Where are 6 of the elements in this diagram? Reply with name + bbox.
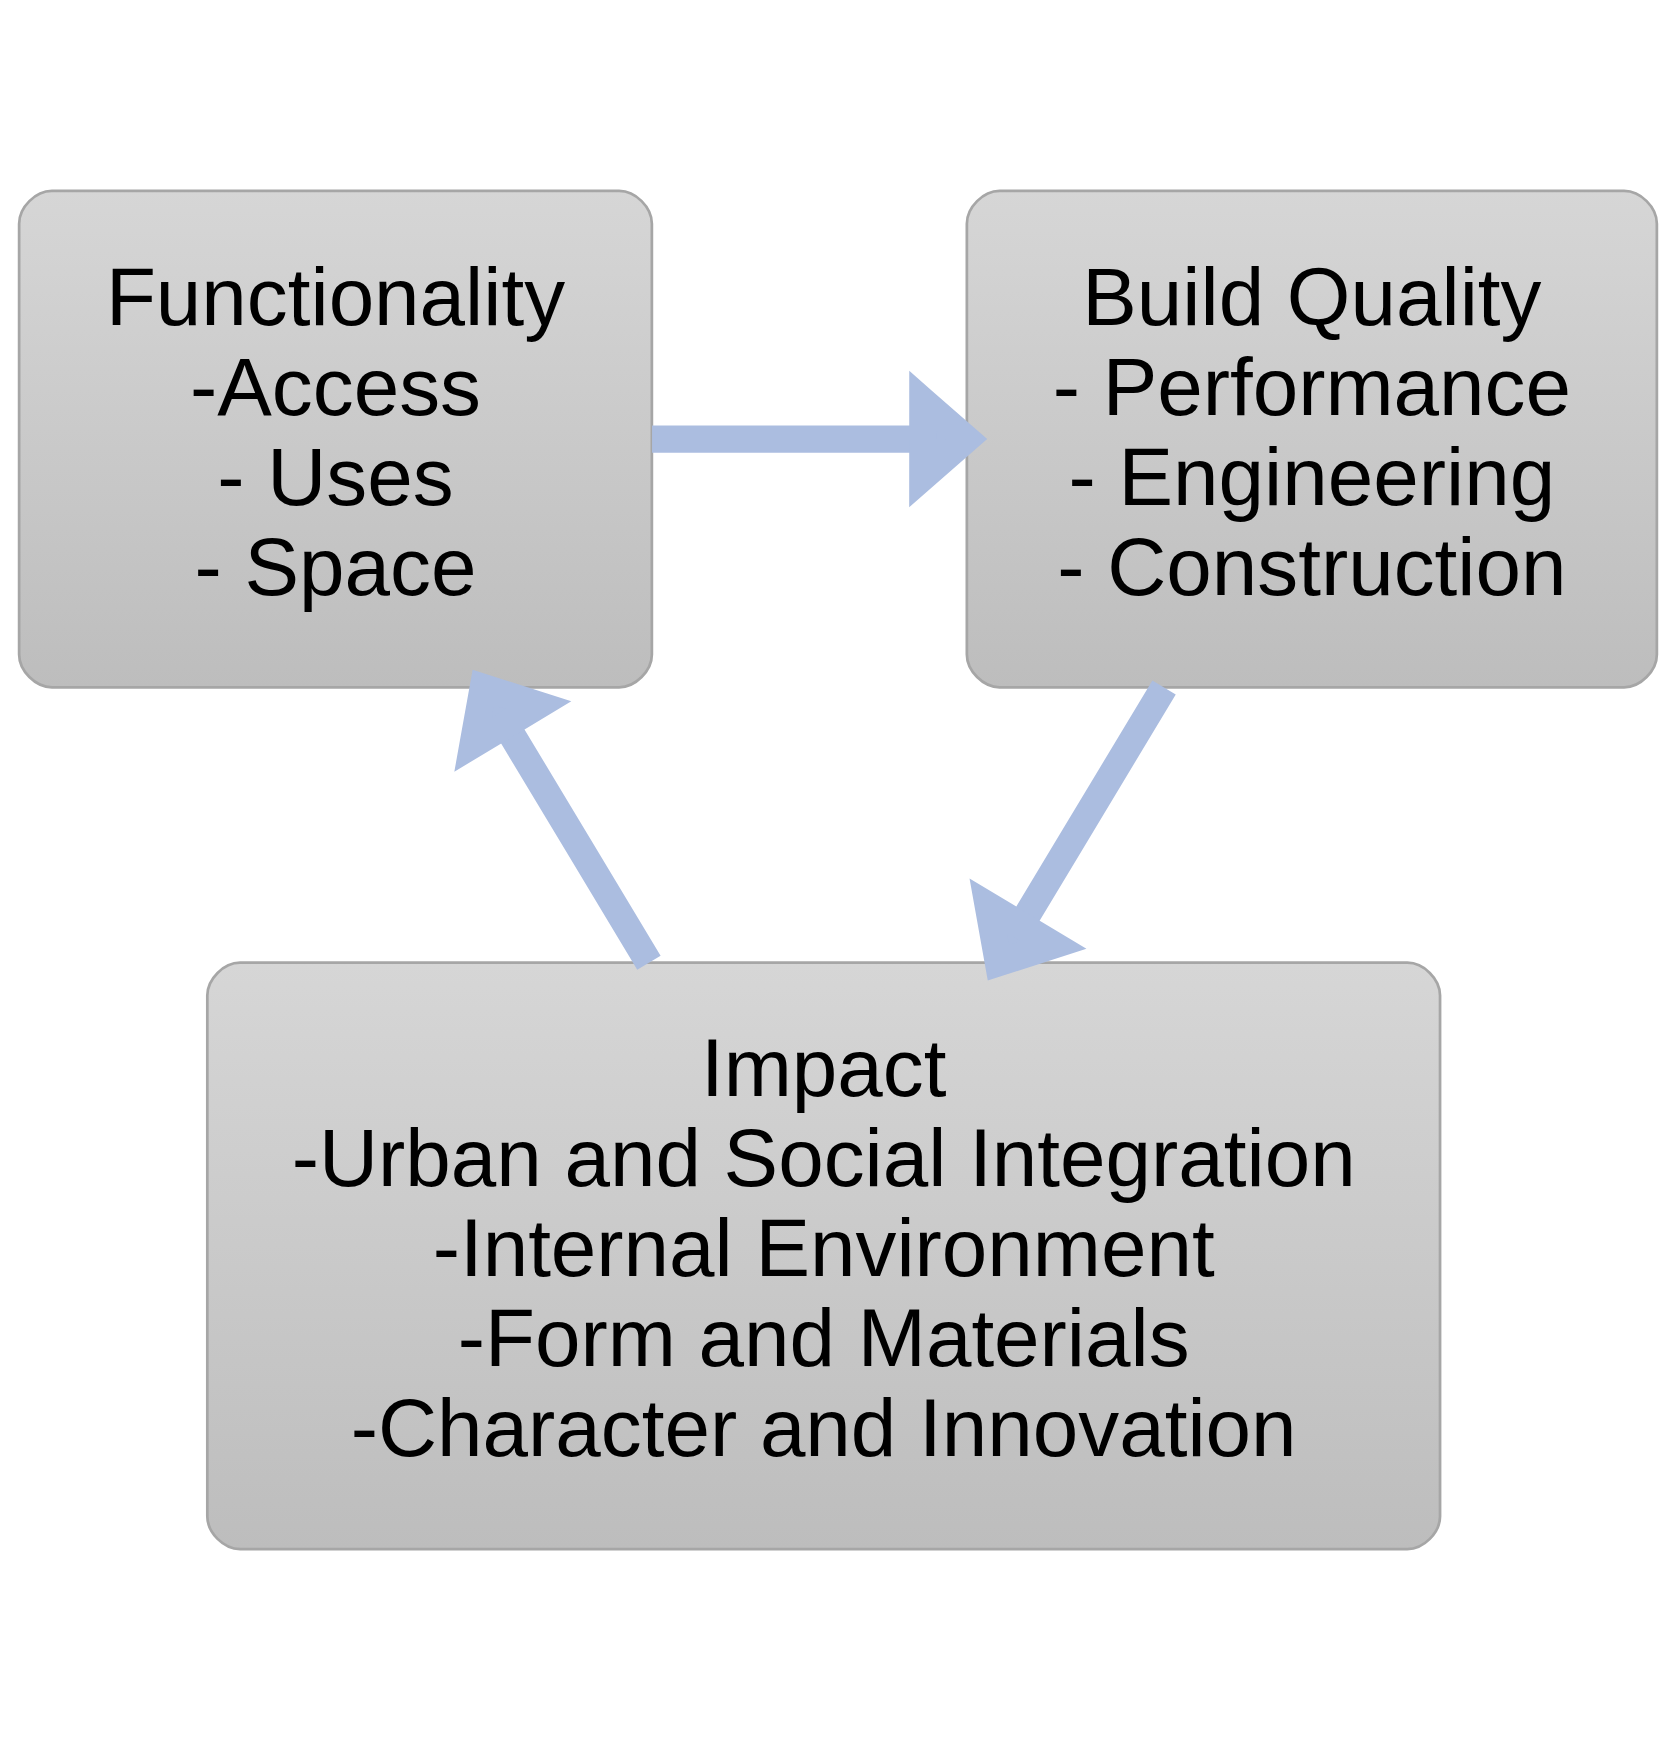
arrow <box>652 370 988 507</box>
arrow <box>969 679 1176 980</box>
arrow <box>454 669 661 970</box>
node-box: Functionality -Access - Uses - Space <box>17 189 654 689</box>
node-box: Build Quality - Performance - Engineering - Construction <box>965 189 1659 689</box>
node-box: Impact -Urban and Social Integration -Internal Environment -Form and Materials -Character and Innovation <box>205 960 1442 1550</box>
